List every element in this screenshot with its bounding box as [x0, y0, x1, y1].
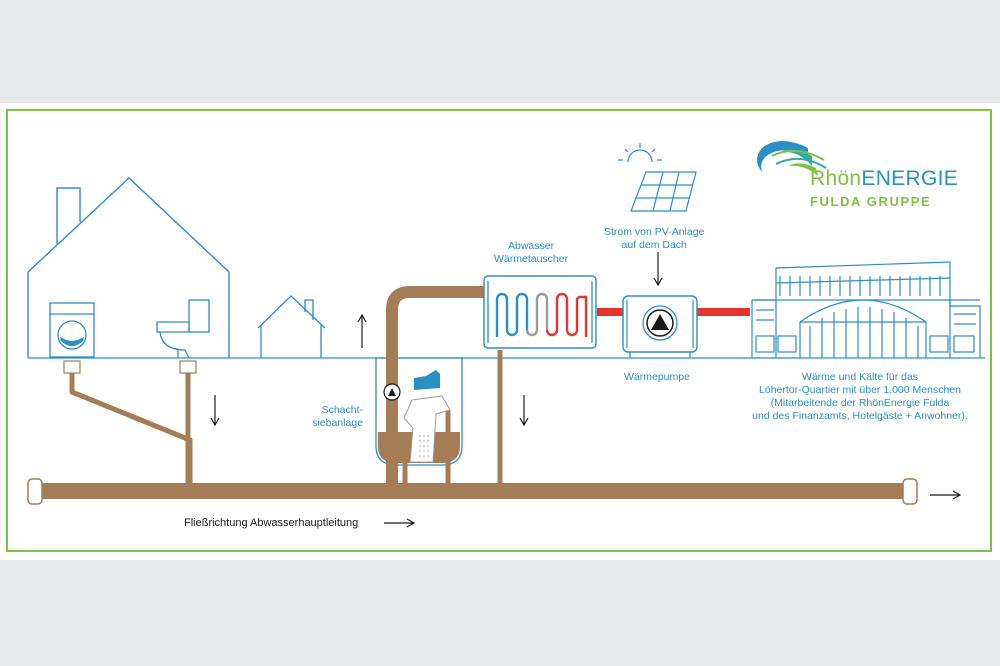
green-frame — [6, 109, 992, 552]
heat-exchanger-label-line: Wärmetauscher — [494, 253, 569, 265]
pipe-coupling — [63, 360, 81, 374]
logo-name-part2: ENERGIE — [861, 167, 959, 190]
motor-icon — [414, 370, 440, 390]
logo-wordmark: RhönENERGIE — [810, 167, 958, 191]
hot-water-line — [697, 308, 750, 316]
sieve-label: Schacht- siebanlage — [303, 404, 363, 430]
house-drain-pipes — [69, 370, 193, 487]
flow-direction-label: Fließrichtung Abwasserhauptleitung — [184, 517, 359, 529]
riser-pipe — [386, 286, 484, 487]
heat-pump-icon — [622, 295, 698, 357]
heat-exchanger-label: Abwasser Wärmetauscher — [494, 240, 568, 266]
small-house-icon — [257, 295, 326, 358]
pv-label: Strom von PV-Anlage auf dem Dach — [604, 226, 704, 252]
building-label-line: Wärme und Kälte für das — [801, 371, 919, 383]
pv-label-line: auf dem Dach — [621, 239, 687, 251]
sieve-label-line: siebanlage — [312, 417, 363, 429]
sun-icon — [618, 143, 662, 163]
sieve-machine — [383, 370, 451, 463]
pipe-coupling — [179, 360, 197, 374]
pv-label-line: Strom von PV-Anlage — [604, 226, 705, 238]
logo-name-part1: Rhön — [810, 167, 862, 190]
hot-water-line — [597, 308, 623, 316]
building-label-line: Löhertor-Quartier mit über 1.000 Mensche… — [759, 384, 961, 396]
toilet-icon — [156, 299, 210, 359]
diagram-drawing — [27, 141, 985, 528]
logo-waves-icon — [757, 141, 827, 176]
office-building-icon — [751, 261, 981, 358]
solar-panel-icon — [630, 171, 697, 212]
house-icon — [27, 177, 230, 358]
building-label: Wärme und Kälte für das Löhertor-Quartie… — [746, 371, 974, 423]
heat-exchanger-icon — [483, 275, 597, 349]
heat-pump-label: Wärmepumpe — [624, 371, 690, 383]
heat-exchanger-label-line: Abwasser — [508, 240, 555, 252]
logo-subtitle: FULDA GRUPPE — [810, 194, 932, 209]
building-label-line: (Mitarbeitende der RhönEnergie Fulda — [770, 397, 950, 409]
diagram-canvas: Abwasser Wärmetauscher Strom von PV-Anla… — [0, 103, 1000, 560]
washing-machine-icon — [49, 302, 95, 358]
main-sewer-pipe — [27, 478, 918, 505]
building-label-line: und des Finanzamts, Hotelgäste + Anwohne… — [752, 410, 968, 422]
sieve-label-line: Schacht- — [321, 404, 363, 416]
